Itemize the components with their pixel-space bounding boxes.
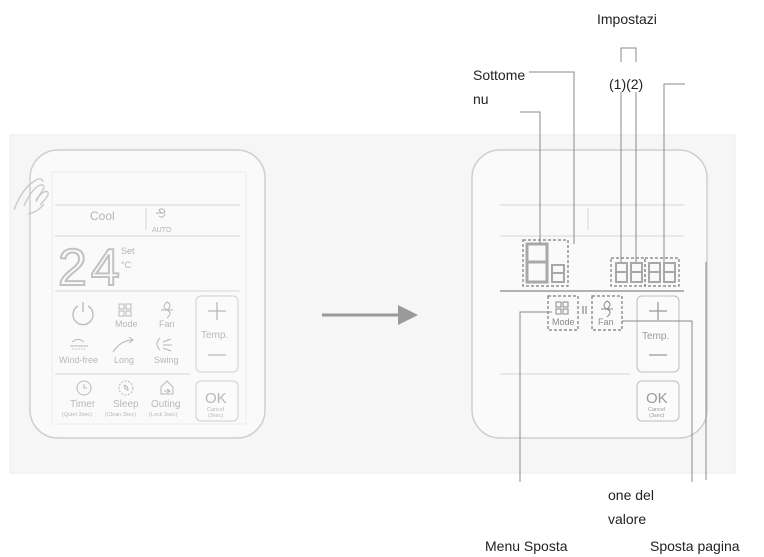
submenu-highlight (522, 239, 569, 287)
long-label: Long (114, 355, 134, 365)
impostazioni-label: Impostazi (597, 11, 657, 27)
swing-icon (156, 337, 172, 352)
timer-icon (76, 380, 92, 396)
timer-sub-label: (Quiet 3sec) (62, 412, 92, 418)
sleep-label: Sleep (113, 399, 139, 410)
menu-sposta-label: Menu Sposta (485, 538, 568, 554)
right-temp-rocker[interactable]: Temp. (636, 295, 680, 373)
arrows-divider (582, 306, 587, 314)
valore-label-line2: valore (608, 511, 646, 527)
fan-button-label: Fan (159, 319, 175, 329)
outing-button[interactable]: Outing (Lock 3sec) (149, 380, 180, 418)
right-temp-rocker-body (636, 295, 680, 373)
right-remote: Mode Fan Temp. (471, 149, 708, 439)
sposta-pagina-label: Sposta pagina (650, 538, 740, 554)
swing-label: Swing (154, 355, 179, 365)
timer-label: Timer (70, 399, 96, 410)
right-ok-sec-label: (3sec) (649, 413, 664, 419)
ok-label: OK (205, 390, 227, 407)
valore-label-line1: one del (608, 487, 654, 503)
wind-free-icon (70, 339, 88, 350)
right-fan-button[interactable]: Fan (591, 295, 623, 331)
ok-cancel-label: Cancel (207, 407, 224, 413)
ok-button-body (195, 380, 239, 422)
wind-free-button[interactable]: Wind-free (59, 339, 98, 366)
ok-sec-label: (3sec) (208, 413, 223, 419)
set-label: Set (121, 246, 135, 256)
plus-icon[interactable] (208, 302, 226, 320)
sleep-button[interactable]: Sleep (Clean 3sec) (105, 380, 139, 418)
wind-free-label: Wind-free (59, 355, 98, 365)
right-ok-cancel-label: Cancel (648, 407, 665, 413)
hand-icon (13, 178, 49, 215)
power-icon (72, 302, 94, 326)
sleep-sub-label: (Clean 3sec) (105, 412, 136, 418)
sleep-icon (118, 380, 134, 396)
right-mode-label: Mode (552, 317, 575, 327)
outing-sub-label: (Lock 3sec) (149, 412, 178, 418)
celsius-label: °C (121, 260, 132, 270)
mode-button-label: Mode (115, 319, 138, 329)
value-digits (615, 262, 676, 283)
fan-status-icon (156, 208, 166, 218)
right-mode-button[interactable]: Mode (547, 295, 579, 331)
timer-button[interactable]: Timer (Quiet 3sec) (62, 380, 96, 418)
outing-icon (160, 380, 174, 395)
left-remote-inner (51, 171, 247, 425)
power-button[interactable] (72, 302, 94, 326)
sottomenu-label-line1: Sottome (473, 67, 525, 83)
right-fan-highlight (591, 295, 623, 331)
arrow-right-icon (322, 305, 418, 325)
setting-2-highlight (644, 257, 680, 287)
right-ok-button[interactable]: OK Cancel (3sec) (636, 380, 680, 422)
plus-icon[interactable] (649, 302, 667, 320)
right-fan-label: Fan (598, 317, 614, 327)
fan-auto-label: AUTO (152, 227, 172, 234)
right-mode-highlight (547, 295, 579, 331)
submenu-digit-large (525, 242, 549, 284)
temp-label: Temp. (201, 330, 228, 341)
fan-icon (601, 300, 613, 318)
mode-icon (118, 303, 132, 317)
mode-status-label: Cool (90, 209, 115, 223)
outing-label: Outing (151, 399, 180, 410)
long-icon (112, 336, 134, 353)
right-ok-body (636, 380, 680, 422)
settings-1-2-label: (1)(2) (609, 76, 643, 92)
temp-rocker[interactable]: Temp. (195, 295, 239, 373)
mode-icon (555, 301, 569, 315)
sottomenu-label-line2: nu (473, 91, 489, 107)
right-temp-label: Temp. (642, 331, 669, 342)
mode-button[interactable]: Mode (115, 303, 138, 329)
temperature-digits: 24 (58, 239, 124, 297)
long-button[interactable]: Long (112, 336, 134, 365)
left-remote: Cool AUTO 24 Set °C Mode (13, 149, 266, 439)
swing-button[interactable]: Swing (154, 337, 179, 365)
fan-button[interactable]: Fan (159, 301, 175, 329)
ok-button[interactable]: OK Cancel (3sec) (195, 380, 239, 422)
temp-rocker-body (195, 295, 239, 373)
callout-lines (519, 47, 707, 482)
submenu-digit-small (551, 264, 565, 283)
right-ok-label: OK (646, 390, 668, 407)
fan-icon (161, 301, 173, 319)
